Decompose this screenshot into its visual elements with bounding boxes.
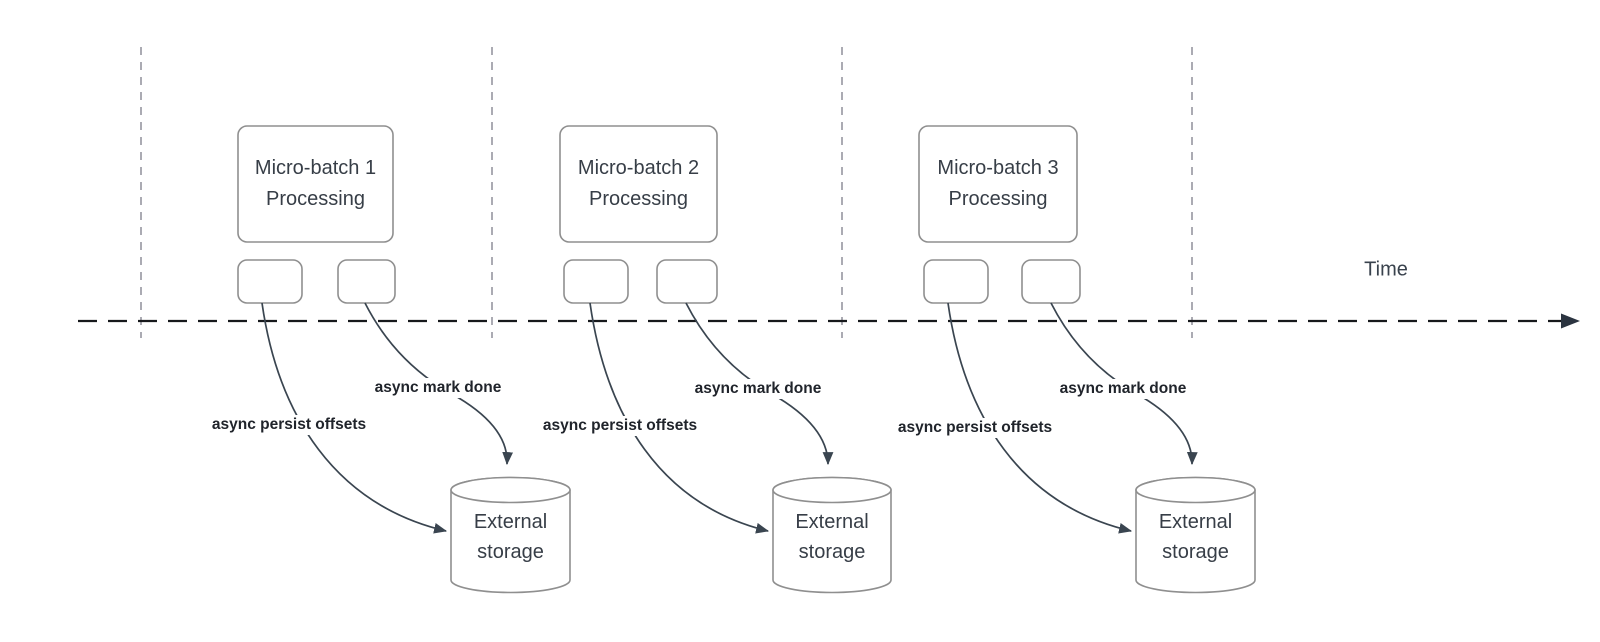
batch-1-persist-offsets-label: async persist offsets xyxy=(208,415,370,435)
batch-2-persist-offsets-arrow xyxy=(589,302,770,534)
time-axis-label: Time xyxy=(1364,258,1408,281)
batch-2-storage-cylinder-rim xyxy=(772,476,892,504)
batch-1-title: Micro-batch 1 Processing xyxy=(254,157,377,210)
batch-1-mark-done-label: async mark done xyxy=(371,378,505,398)
batch-2-offsets-task-box xyxy=(563,259,629,304)
batch-2-processing-box xyxy=(559,125,718,243)
batch-1-markdone-task-box xyxy=(337,259,396,304)
batch-2-mark-done-label: async mark done xyxy=(691,379,825,399)
batch-1-storage-cylinder-rim xyxy=(450,476,571,504)
batch-1-persist-offsets-arrow xyxy=(261,302,448,534)
batch-3-persist-offsets-arrow xyxy=(947,302,1133,534)
batch-1-storage-label: External storage xyxy=(473,511,548,563)
batch-2-storage-label: External storage xyxy=(795,511,869,563)
batch-2-markdone-task-box xyxy=(656,259,718,304)
batch-3-mark-done-label: async mark done xyxy=(1056,379,1190,399)
batch-2-persist-offsets-label: async persist offsets xyxy=(539,416,701,436)
timeline-arrowhead-icon xyxy=(1561,313,1580,329)
batch-3-title: Micro-batch 3 Processing xyxy=(937,157,1059,210)
batch-2-title: Micro-batch 2 Processing xyxy=(577,157,700,210)
batch-3-markdone-task-box xyxy=(1021,259,1081,304)
batch-1-processing-box xyxy=(237,125,394,243)
batch-3-storage-label: External storage xyxy=(1158,511,1233,563)
batch-3-storage-cylinder-rim xyxy=(1135,476,1256,504)
batch-3-persist-offsets-label: async persist offsets xyxy=(894,418,1056,438)
batch-1-offsets-task-box xyxy=(237,259,303,304)
batch-3-offsets-task-box xyxy=(923,259,989,304)
batch-3-processing-box xyxy=(918,125,1078,243)
